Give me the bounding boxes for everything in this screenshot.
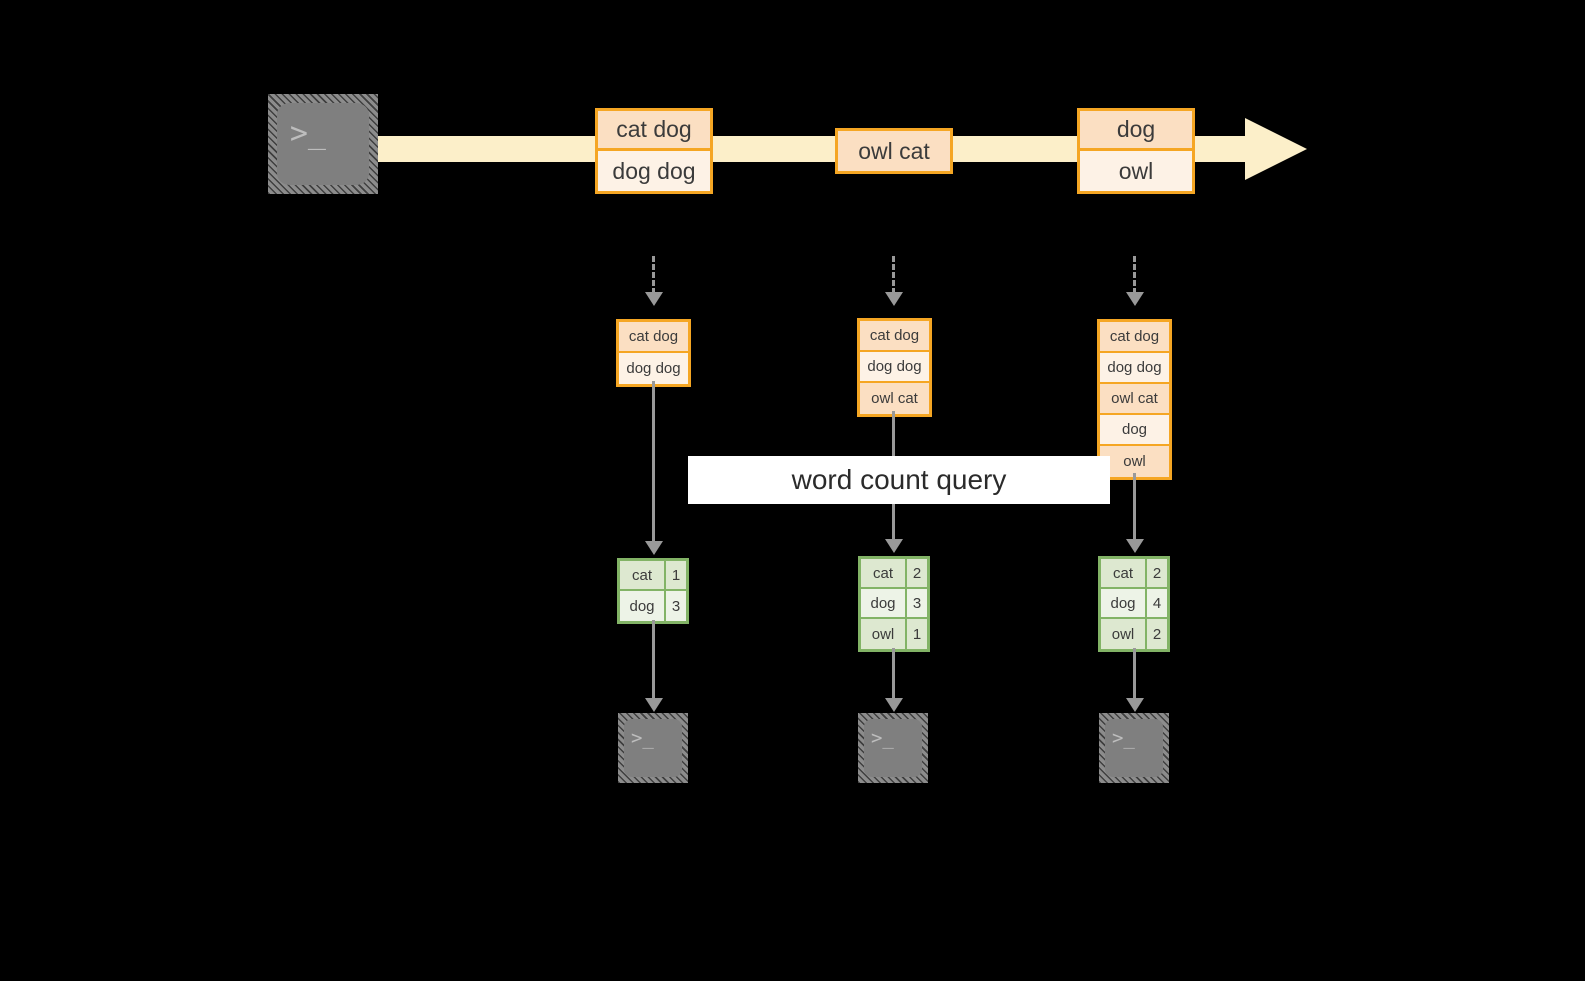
result-count: 2 xyxy=(1147,559,1167,587)
right-arrow-icon xyxy=(1245,118,1307,180)
snapshot-line: cat dog xyxy=(860,321,929,352)
result-word: cat xyxy=(861,559,907,587)
snapshot-table[interactable]: cat dog dog dog owl cat xyxy=(857,318,932,417)
snapshot-line: cat dog xyxy=(1100,322,1169,353)
snapshot-line: cat dog xyxy=(619,322,688,353)
snapshot-line: dog dog xyxy=(860,352,929,383)
snapshot-dashed-connector xyxy=(892,256,895,294)
table-row: cat 1 xyxy=(620,561,686,591)
sink-connector xyxy=(1133,648,1136,700)
arrowhead-icon xyxy=(1126,292,1144,306)
snapshot-line: owl xyxy=(1100,446,1169,477)
result-table[interactable]: cat 2 dog 3 owl 1 xyxy=(858,556,930,652)
result-word: cat xyxy=(620,561,666,589)
arrowhead-icon xyxy=(885,698,903,712)
query-label: word count query xyxy=(688,456,1110,504)
result-word: owl xyxy=(861,619,907,649)
arrowhead-icon xyxy=(885,292,903,306)
sink-connector xyxy=(892,648,895,700)
stream-event-line: cat dog xyxy=(598,111,710,151)
table-row: dog 4 xyxy=(1101,589,1167,619)
table-row: owl 2 xyxy=(1101,619,1167,649)
stream-event-line: owl cat xyxy=(838,131,950,171)
result-word: dog xyxy=(1101,589,1147,617)
terminal-icon[interactable]: >_ xyxy=(618,713,688,783)
arrowhead-icon xyxy=(1126,539,1144,553)
terminal-screen: >_ xyxy=(624,719,682,777)
arrowhead-icon xyxy=(1126,698,1144,712)
query-connector xyxy=(652,381,655,543)
result-word: cat xyxy=(1101,559,1147,587)
result-count: 4 xyxy=(1147,589,1167,617)
stream-event-box[interactable]: cat dog dog dog xyxy=(595,108,713,194)
result-table[interactable]: cat 2 dog 4 owl 2 xyxy=(1098,556,1170,652)
terminal-screen: >_ xyxy=(1105,719,1163,777)
result-table[interactable]: cat 1 dog 3 xyxy=(617,558,689,624)
terminal-icon[interactable]: >_ xyxy=(858,713,928,783)
stream-event-box[interactable]: owl cat xyxy=(835,128,953,174)
result-count: 1 xyxy=(666,561,686,589)
result-count: 3 xyxy=(907,589,927,617)
result-count: 2 xyxy=(1147,619,1167,649)
arrowhead-icon xyxy=(645,292,663,306)
table-row: cat 2 xyxy=(1101,559,1167,589)
result-word: dog xyxy=(861,589,907,617)
arrowhead-icon xyxy=(645,541,663,555)
result-word: dog xyxy=(620,591,666,621)
arrowhead-icon xyxy=(885,539,903,553)
stream-event-line: owl xyxy=(1080,151,1192,191)
terminal-screen: >_ xyxy=(277,103,369,185)
table-row: owl 1 xyxy=(861,619,927,649)
snapshot-line: dog xyxy=(1100,415,1169,446)
sink-connector xyxy=(652,620,655,700)
table-row: cat 2 xyxy=(861,559,927,589)
snapshot-table[interactable]: cat dog dog dog owl cat dog owl xyxy=(1097,319,1172,480)
result-count: 1 xyxy=(907,619,927,649)
result-count: 2 xyxy=(907,559,927,587)
snapshot-line: dog dog xyxy=(619,353,688,384)
snapshot-line: owl cat xyxy=(1100,384,1169,415)
stream-event-line: dog dog xyxy=(598,151,710,191)
snapshot-table[interactable]: cat dog dog dog xyxy=(616,319,691,387)
terminal-prompt-glyph: >_ xyxy=(870,727,894,750)
table-row: dog 3 xyxy=(861,589,927,619)
result-word: owl xyxy=(1101,619,1147,649)
arrowhead-icon xyxy=(645,698,663,712)
terminal-screen: >_ xyxy=(864,719,922,777)
query-connector xyxy=(1133,473,1136,541)
terminal-icon[interactable]: >_ xyxy=(268,94,378,194)
stream-event-line: dog xyxy=(1080,111,1192,151)
terminal-icon[interactable]: >_ xyxy=(1099,713,1169,783)
stream-event-box[interactable]: dog owl xyxy=(1077,108,1195,194)
terminal-prompt-glyph: >_ xyxy=(289,116,326,152)
snapshot-dashed-connector xyxy=(1133,256,1136,294)
snapshot-dashed-connector xyxy=(652,256,655,294)
snapshot-line: dog dog xyxy=(1100,353,1169,384)
table-row: dog 3 xyxy=(620,591,686,621)
terminal-prompt-glyph: >_ xyxy=(630,727,654,750)
result-count: 3 xyxy=(666,591,686,621)
terminal-prompt-glyph: >_ xyxy=(1111,727,1135,750)
snapshot-line: owl cat xyxy=(860,383,929,414)
